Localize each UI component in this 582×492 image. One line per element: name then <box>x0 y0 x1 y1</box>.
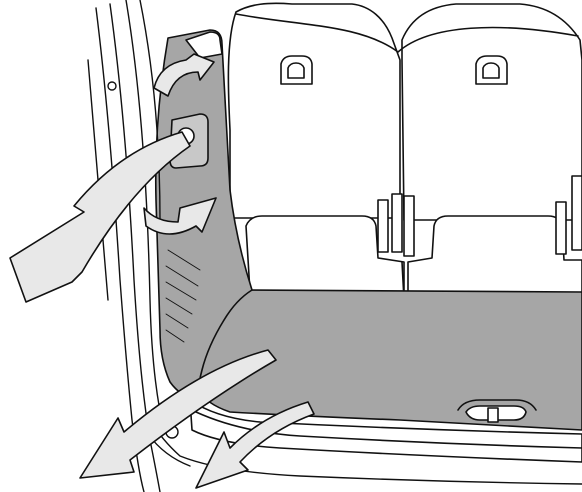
left-buckle-a <box>378 200 388 252</box>
left-buckle-b <box>392 194 402 252</box>
center-buckle <box>404 196 414 256</box>
left-seat-latch-icon <box>281 56 312 84</box>
frame-bolt <box>108 82 116 90</box>
floor-handle-grip <box>488 408 498 422</box>
rear-seat-backs <box>228 3 582 220</box>
right-seat-latch-icon <box>476 56 507 84</box>
left-seat-back <box>228 3 400 218</box>
right-buckle-b <box>572 176 582 250</box>
right-buckle <box>556 202 566 254</box>
